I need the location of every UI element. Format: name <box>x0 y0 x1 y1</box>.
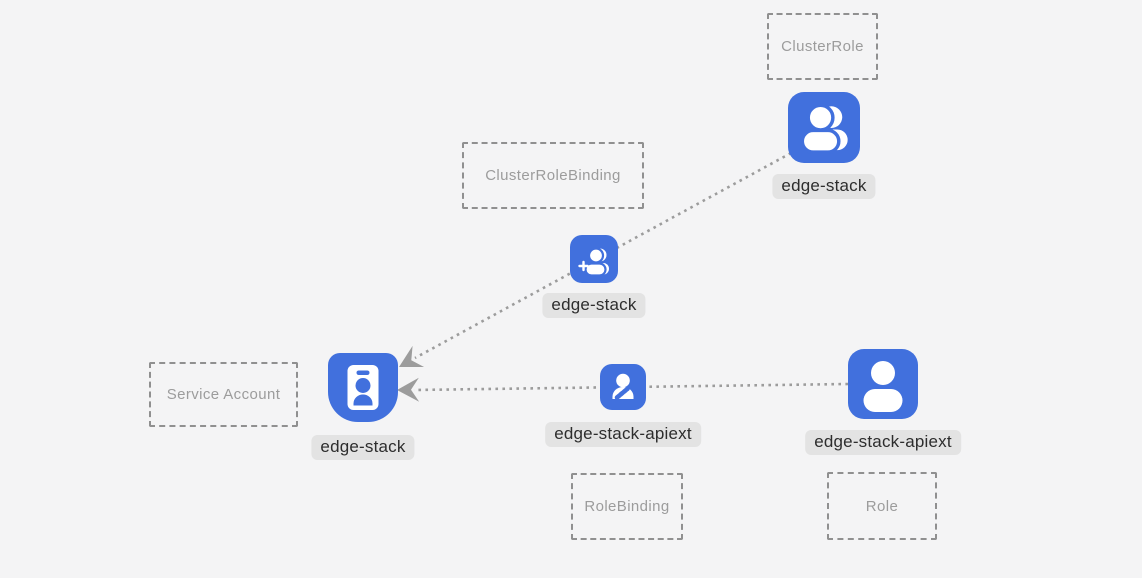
type-box-label: ClusterRoleBinding <box>485 167 621 184</box>
id-badge-icon <box>328 353 398 422</box>
node-label: edge-stack <box>542 293 646 318</box>
node-label: edge-stack <box>311 435 415 460</box>
type-box-label: Service Account <box>166 386 281 403</box>
user-edit-icon <box>600 364 646 410</box>
arrow-left-icon <box>397 377 420 402</box>
node-label: edge-stack-apiext <box>805 430 961 455</box>
clusterrolebinding-type-box: ClusterRoleBinding <box>462 142 644 209</box>
node-label: edge-stack <box>772 174 876 199</box>
serviceaccount-type-box: Service Account <box>149 362 298 427</box>
user-plus-icon <box>570 235 618 283</box>
type-box-label: Role <box>865 497 899 515</box>
node-label: edge-stack-apiext <box>545 422 701 447</box>
type-box-label: ClusterRole <box>781 38 864 55</box>
users-icon <box>788 92 860 163</box>
rolebinding-type-box: RoleBinding <box>571 473 683 540</box>
type-box-label: RoleBinding <box>584 498 670 515</box>
user-icon <box>848 349 918 419</box>
clusterrole-type-box: ClusterRole <box>767 13 878 80</box>
role-type-box: Role <box>827 472 937 540</box>
